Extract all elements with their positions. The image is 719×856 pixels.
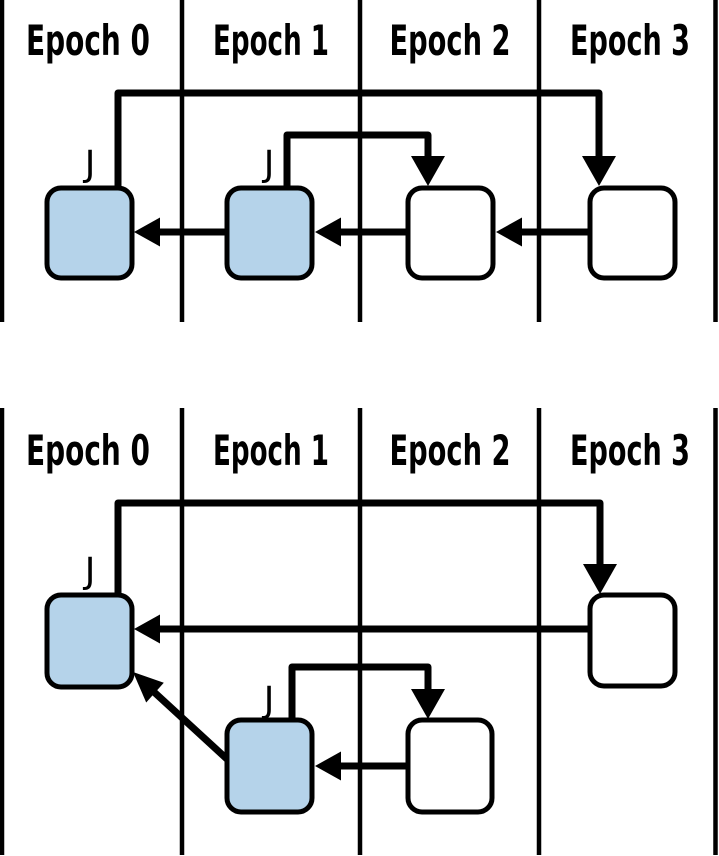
arrow-bottom-e1-to-e2 [288,663,432,722]
bottom-epoch1-header: Epoch 1 [213,426,329,475]
j-label-bottom-epoch1: J [262,680,275,721]
task-box-bottom-epoch3 [587,592,678,689]
task-box-top-epoch3 [587,185,678,281]
arrowhead-top-e2-to-e1-left [315,217,341,247]
arrow-bottom-e0-to-e3 [114,499,604,597]
arrowhead-bottom-e1-to-e2-down [411,689,445,719]
top-epoch2-header: Epoch 2 [390,16,511,65]
bottom-epoch3-header: Epoch 3 [570,426,690,475]
top-panel: Epoch 0 Epoch 1 Epoch 2 Epoch 3 J J [0,0,718,322]
arrow-top-e1-to-e2 [283,131,432,190]
task-box-bottom-epoch1 [224,717,315,815]
top-epoch0-header: Epoch 0 [26,16,150,65]
j-label-top-epoch0: J [83,144,96,185]
top-epoch3-header: Epoch 3 [570,16,690,65]
task-box-top-epoch2 [405,185,496,281]
arrowhead-top-e0-to-e3-down [582,156,616,186]
bottom-panel: Epoch 0 Epoch 1 Epoch 2 Epoch 3 J J [0,408,718,855]
bottom-epoch2-header: Epoch 2 [390,426,511,475]
arrowhead-top-e1-to-e0-left [134,217,160,247]
arrowhead-top-e3-to-e2-left [496,217,522,247]
top-epoch1-header: Epoch 1 [213,16,329,65]
arrow-bottom-e1-to-e0-diagonal [151,689,231,763]
task-box-top-epoch1 [224,185,315,281]
j-label-top-epoch1: J [262,144,275,185]
arrow-top-e0-to-e3 [114,89,603,190]
arrowhead-bottom-e1-to-e0-up-left [133,672,164,703]
bottom-epoch0-header: Epoch 0 [26,426,150,475]
arrowhead-bottom-e0-to-e3-down [583,564,617,594]
arrowhead-bottom-e2-to-e1-left [315,751,341,781]
task-box-bottom-epoch0 [44,592,135,690]
task-box-top-epoch0 [44,185,135,281]
task-box-bottom-epoch2 [405,717,495,815]
arrowhead-top-e1-to-e2-down [411,156,445,186]
arrowhead-bottom-e3-to-e0-left [134,614,160,644]
j-label-bottom-epoch0: J [83,551,96,592]
